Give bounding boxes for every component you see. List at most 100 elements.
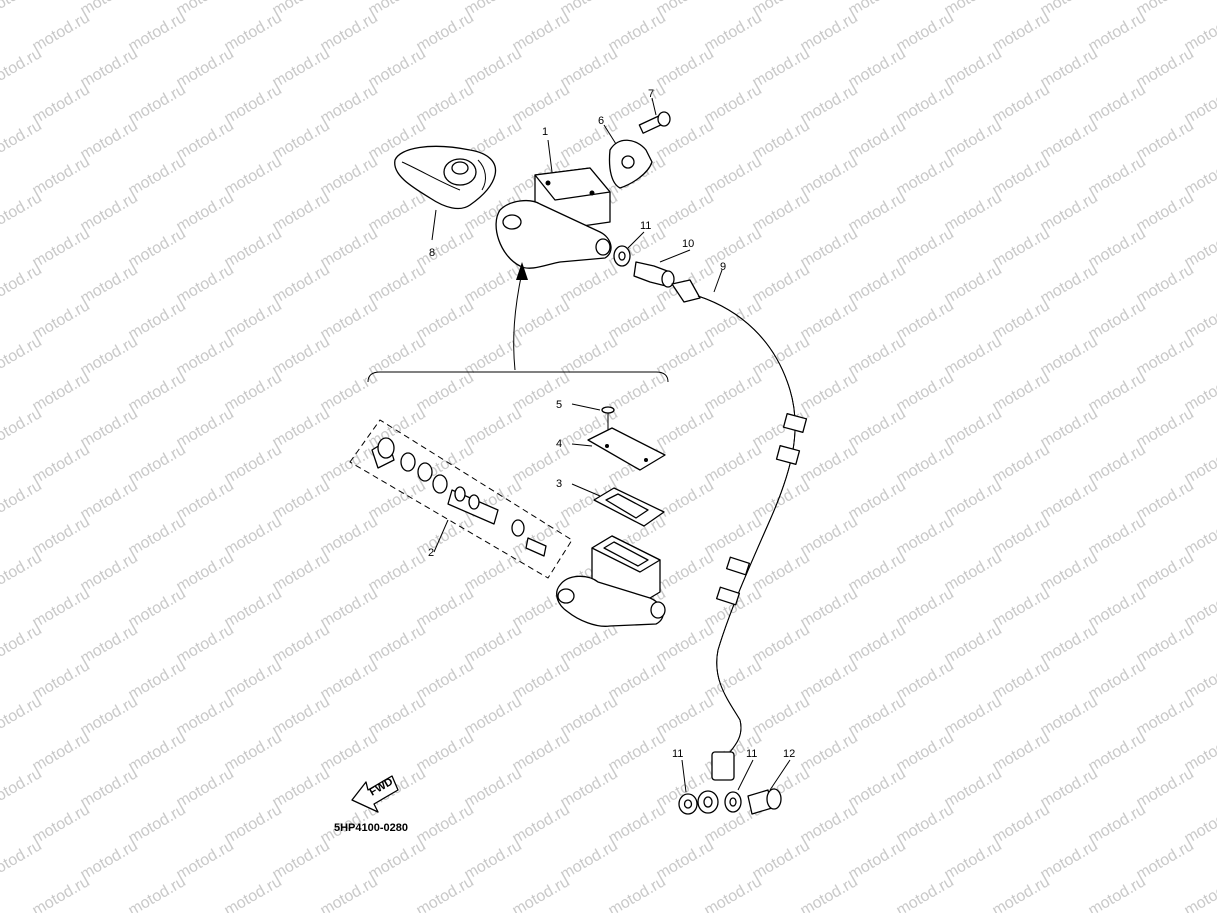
watermark-text: motod.ru: [942, 477, 1005, 523]
watermark-text: motod.ru: [654, 405, 717, 451]
watermark-text: motod.ru: [30, 801, 93, 847]
watermark-text: motod.ru: [942, 333, 1005, 379]
callout-3: 3: [556, 478, 562, 490]
watermark-text: motod.ru: [1134, 333, 1197, 379]
watermark-text: motod.ru: [174, 837, 237, 883]
watermark-text: motod.ru: [798, 513, 861, 559]
watermark-text: motod.ru: [750, 837, 813, 883]
watermark-text: motod.ru: [1086, 657, 1149, 703]
watermark-text: motod.ru: [798, 9, 861, 55]
watermark-text: motod.ru: [750, 909, 813, 913]
part-10-union-bolt: [633, 249, 691, 288]
watermark-text: motod.ru: [846, 909, 909, 913]
watermark-text: motod.ru: [1038, 117, 1101, 163]
watermark-text: motod.ru: [414, 9, 477, 55]
watermark-text: motod.ru: [1086, 729, 1149, 775]
watermark-text: motod.ru: [174, 909, 237, 913]
watermark-text: motod.ru: [990, 369, 1053, 415]
watermark-text: motod.ru: [462, 261, 525, 307]
watermark-text: motod.ru: [78, 909, 141, 913]
watermark-text: motod.ru: [78, 117, 141, 163]
watermark-text: motod.ru: [126, 225, 189, 271]
watermark-text: motod.ru: [798, 81, 861, 127]
watermark-text: motod.ru: [126, 441, 189, 487]
watermark-text: motod.ru: [750, 549, 813, 595]
watermark-text: motod.ru: [270, 405, 333, 451]
watermark-text: motod.ru: [702, 297, 765, 343]
watermark-text: motod.ru: [0, 45, 45, 91]
watermark-text: motod.ru: [510, 9, 573, 55]
part-6-holder: [603, 124, 653, 189]
watermark-text: motod.ru: [1038, 693, 1101, 739]
callout-8: 8: [429, 247, 435, 259]
watermark-text: motod.ru: [126, 873, 189, 913]
callout-6: 6: [598, 115, 604, 127]
watermark-text: motod.ru: [990, 441, 1053, 487]
watermark-text: motod.ru: [654, 837, 717, 883]
watermark-text: motod.ru: [750, 477, 813, 523]
watermark-text: motod.ru: [1134, 837, 1197, 883]
part-11-washer-top: [613, 231, 645, 267]
watermark-text: motod.ru: [270, 477, 333, 523]
watermark-text: motod.ru: [1134, 477, 1197, 523]
watermark-text: motod.ru: [702, 873, 765, 913]
watermark-text: motod.ru: [126, 801, 189, 847]
watermark-text: motod.ru: [798, 585, 861, 631]
watermark-text: motod.ru: [1038, 909, 1101, 913]
watermark-text: motod.ru: [894, 585, 957, 631]
watermark-text: motod.ru: [318, 369, 381, 415]
watermark-text: motod.ru: [0, 549, 45, 595]
watermark-text: motod.ru: [318, 225, 381, 271]
watermark-text: motod.ru: [414, 657, 477, 703]
watermark-text: motod.ru: [798, 657, 861, 703]
watermark-text: motod.ru: [366, 621, 429, 667]
watermark-text: motod.ru: [846, 333, 909, 379]
watermark-text: motod.ru: [750, 189, 813, 235]
watermark-text: motod.ru: [1038, 333, 1101, 379]
watermark-text: motod.ru: [942, 117, 1005, 163]
watermark-text: motod.ru: [846, 117, 909, 163]
watermark-text: motod.ru: [414, 801, 477, 847]
watermark-text: motod.ru: [1086, 369, 1149, 415]
watermark-text: motod.ru: [510, 297, 573, 343]
watermark-text: motod.ru: [702, 81, 765, 127]
watermark-text: motod.ru: [366, 909, 429, 913]
watermark-text: motod.ru: [366, 45, 429, 91]
watermark-text: motod.ru: [270, 621, 333, 667]
watermark-text: motod.ru: [318, 873, 381, 913]
watermark-text: motod.ru: [222, 729, 285, 775]
watermark-text: motod.ru: [78, 693, 141, 739]
watermark-text: motod.ru: [126, 153, 189, 199]
watermark-text: motod.ru: [0, 405, 45, 451]
watermark-text: motod.ru: [318, 297, 381, 343]
part-4-cap: [571, 427, 666, 471]
watermark-text: motod.ru: [846, 189, 909, 235]
watermark-text: motod.ru: [222, 9, 285, 55]
watermark-text: motod.ru: [606, 9, 669, 55]
watermark-text: motod.ru: [942, 45, 1005, 91]
watermark-text: motod.ru: [1086, 225, 1149, 271]
watermark-text: motod.ru: [222, 513, 285, 559]
watermark-text: motod.ru: [0, 765, 45, 811]
watermark-text: motod.ru: [1134, 549, 1197, 595]
watermark-text: motod.ru: [1038, 837, 1101, 883]
watermark-text: motod.ru: [126, 513, 189, 559]
watermark-text: motod.ru: [414, 369, 477, 415]
watermark-text: motod.ru: [366, 837, 429, 883]
watermark-text: motod.ru: [510, 729, 573, 775]
watermark-text: motod.ru: [0, 837, 45, 883]
watermark-text: motod.ru: [1038, 621, 1101, 667]
part-1-master-cylinder: [495, 139, 612, 269]
watermark-text: motod.ru: [846, 549, 909, 595]
part-12-union-bolt: [747, 759, 791, 815]
watermark-text: motod.ru: [414, 729, 477, 775]
watermark-text: motod.ru: [78, 549, 141, 595]
watermark-text: motod.ru: [606, 657, 669, 703]
watermark-text: motod.ru: [1134, 261, 1197, 307]
watermark-text: motod.ru: [798, 801, 861, 847]
watermark-text: motod.ru: [1134, 405, 1197, 451]
watermark-text: motod.ru: [894, 81, 957, 127]
watermark-text: motod.ru: [0, 117, 45, 163]
watermark-text: motod.ru: [414, 513, 477, 559]
watermark-text: motod.ru: [30, 153, 93, 199]
